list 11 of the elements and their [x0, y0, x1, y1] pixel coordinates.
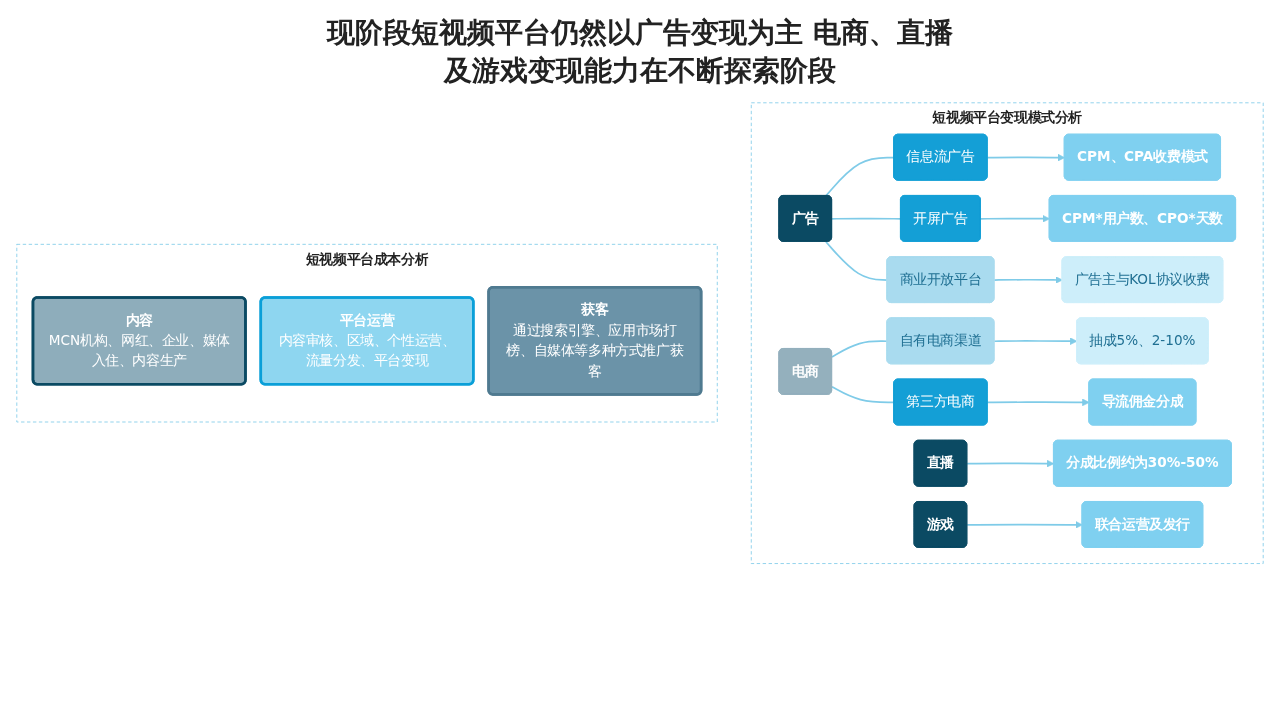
arrow: [979, 214, 1050, 223]
title: 现阶段短视频平台仍然以广告变现为主 电商、直播及游戏变现能力在不断探索阶段: [325, 15, 954, 89]
arrow: [993, 275, 1063, 284]
connector: [831, 217, 902, 220]
arrow: [966, 520, 1083, 529]
connector: [825, 156, 895, 197]
arrow: [986, 153, 1066, 161]
arrow: [966, 459, 1055, 467]
connector: [831, 385, 895, 403]
arrow: [986, 398, 1090, 406]
arrow: [993, 337, 1078, 345]
